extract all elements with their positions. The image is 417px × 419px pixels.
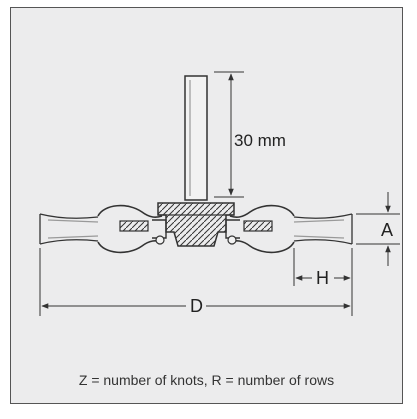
- diameter-dimension: [39, 248, 353, 316]
- shank: [184, 75, 208, 201]
- shank-length-label: 30 mm: [234, 131, 286, 150]
- diameter-label: D: [190, 296, 203, 316]
- caption: Z = number of knots, R = number of rows: [78, 372, 335, 388]
- right-bristles: [293, 213, 353, 245]
- width-label: A: [381, 220, 393, 240]
- hub-section: [157, 202, 235, 247]
- trim-length-label: H: [316, 268, 329, 288]
- width-dimension: [356, 192, 400, 266]
- right-clamp: [225, 204, 295, 254]
- left-clamp: [97, 204, 167, 254]
- shank-length-dimension: [214, 71, 244, 198]
- left-bristles: [39, 213, 99, 245]
